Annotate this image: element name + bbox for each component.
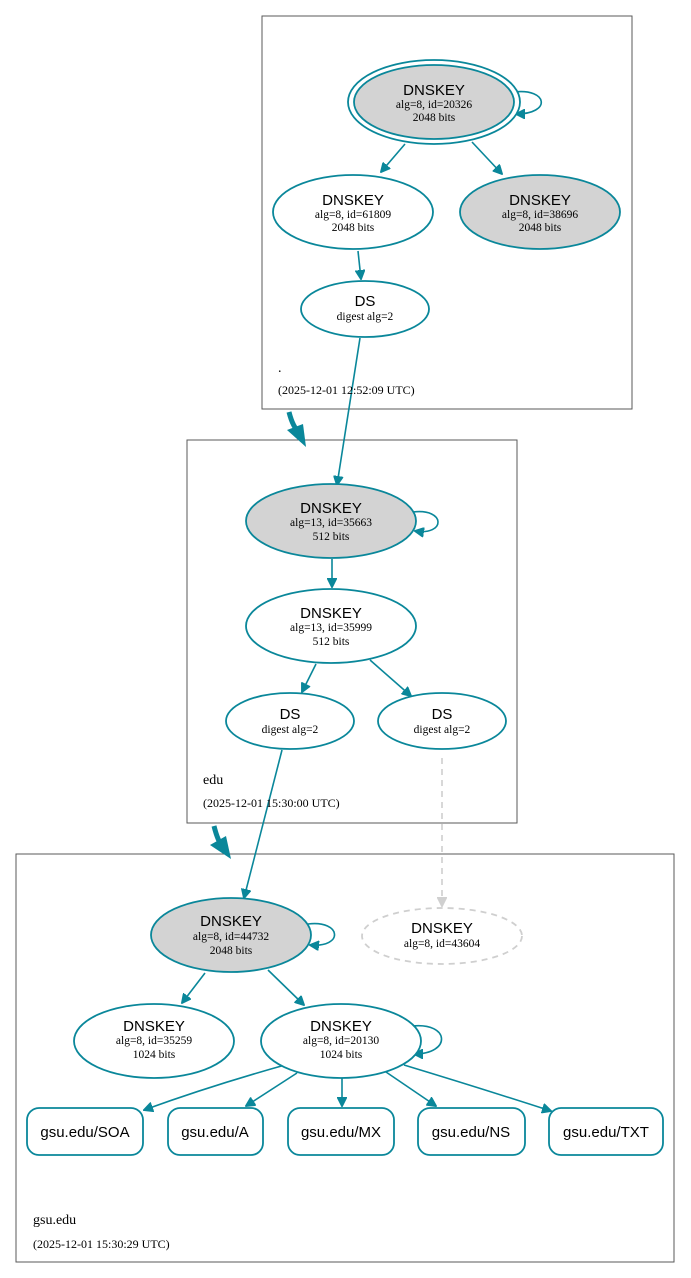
edge-gsu-ksk-zsk1 [182, 972, 206, 1003]
edge-gsu-zsk2-soa [144, 1064, 286, 1110]
node-detail: alg=8, id=61809 [315, 209, 391, 221]
rrset-soa[interactable]: gsu.edu/SOA [26, 1107, 144, 1156]
node-detail: alg=8, id=35259 [116, 1035, 192, 1047]
node-title: DNSKEY [411, 920, 473, 937]
node-detail: digest alg=2 [414, 724, 471, 736]
node-bits: 512 bits [313, 636, 350, 648]
node-bits: 2048 bits [210, 945, 253, 957]
node-bits: 2048 bits [519, 222, 562, 234]
rrset-a[interactable]: gsu.edu/A [167, 1107, 264, 1156]
edge-root-ksk-zsk2 [471, 141, 502, 174]
edge-edu-zsk-ds2 [369, 659, 411, 696]
node-detail: alg=13, id=35663 [290, 517, 372, 529]
node-root-ds[interactable]: DS digest alg=2 [300, 280, 430, 338]
delegation-arrow-root-edu [286, 411, 306, 447]
node-bits: 1024 bits [133, 1049, 176, 1061]
node-title: DNSKEY [300, 605, 362, 622]
node-bits: 2048 bits [332, 222, 375, 234]
node-title: DS [432, 706, 453, 723]
node-title: DS [280, 706, 301, 723]
edge-gsu-ksk-zsk2 [267, 969, 304, 1005]
node-title: DNSKEY [403, 82, 465, 99]
node-gsu-missing-key[interactable]: DNSKEY alg=8, id=43604 [361, 907, 523, 965]
zone-timestamp-edu: (2025-12-01 15:30:00 UTC) [203, 796, 340, 810]
node-detail: alg=8, id=20130 [303, 1035, 379, 1047]
node-detail: alg=8, id=38696 [502, 209, 578, 221]
node-root-zsk-61809[interactable]: DNSKEY alg=8, id=61809 2048 bits [272, 174, 434, 250]
node-detail: alg=13, id=35999 [290, 622, 372, 634]
node-title: DNSKEY [200, 913, 262, 930]
rrset-txt[interactable]: gsu.edu/TXT [548, 1107, 664, 1156]
node-title: DNSKEY [123, 1018, 185, 1035]
edge-gsu-zsk2-a [246, 1072, 298, 1106]
edge-gsu-zsk2-txt [403, 1064, 551, 1111]
node-detail: digest alg=2 [262, 724, 319, 736]
rrset-label: gsu.edu/NS [432, 1124, 510, 1141]
rrset-label: gsu.edu/MX [301, 1124, 381, 1141]
rrset-mx[interactable]: gsu.edu/MX [287, 1107, 395, 1156]
edge-gsu-zsk2-selfsign [411, 1024, 443, 1054]
zone-name-edu: edu [203, 773, 223, 788]
edge-root-ksk-selfsign [513, 90, 543, 114]
node-root-ksk[interactable]: DNSKEY alg=8, id=20326 2048 bits [347, 59, 521, 145]
edge-edu-zsk-ds1 [302, 663, 317, 692]
node-detail: digest alg=2 [337, 311, 394, 323]
node-gsu-zsk-35259[interactable]: DNSKEY alg=8, id=35259 1024 bits [73, 1003, 235, 1079]
node-root-zsk-38696[interactable]: DNSKEY alg=8, id=38696 2048 bits [459, 174, 621, 250]
edge-root-ksk-zsk1 [381, 143, 406, 172]
node-title: DNSKEY [509, 192, 571, 209]
zone-timestamp-root: (2025-12-01 12:52:09 UTC) [278, 383, 415, 397]
zone-name-root: . [278, 361, 282, 376]
node-title: DNSKEY [310, 1018, 372, 1035]
rrset-label: gsu.edu/TXT [563, 1124, 649, 1141]
node-edu-zsk[interactable]: DNSKEY alg=13, id=35999 512 bits [245, 588, 417, 664]
node-bits: 2048 bits [413, 112, 456, 124]
delegation-arrow-edu-gsu [210, 825, 231, 859]
edge-edu-ds1-gsu-ksk [244, 749, 283, 898]
edge-edu-ksk-selfsign [412, 510, 439, 532]
node-gsu-zsk-20130[interactable]: DNSKEY alg=8, id=20130 1024 bits [260, 1003, 422, 1079]
node-bits: 1024 bits [320, 1049, 363, 1061]
edge-root-ds-edu-ksk [337, 337, 361, 485]
edge-gsu-zsk2-ns [385, 1071, 436, 1106]
edge-root-zsk1-ds [358, 250, 361, 279]
node-edu-ksk[interactable]: DNSKEY alg=13, id=35663 512 bits [245, 483, 417, 559]
node-title: DS [355, 293, 376, 310]
node-detail: alg=8, id=20326 [396, 99, 472, 111]
edge-gsu-ksk-selfsign [307, 922, 336, 946]
node-detail: alg=8, id=43604 [404, 938, 480, 950]
node-title: DNSKEY [300, 500, 362, 517]
zone-name-gsu: gsu.edu [33, 1213, 76, 1228]
node-edu-ds-1[interactable]: DS digest alg=2 [225, 692, 355, 750]
rrset-label: gsu.edu/SOA [40, 1124, 129, 1141]
node-bits: 512 bits [313, 531, 350, 543]
node-detail: alg=8, id=44732 [193, 931, 269, 943]
rrset-ns[interactable]: gsu.edu/NS [417, 1107, 526, 1156]
node-gsu-ksk[interactable]: DNSKEY alg=8, id=44732 2048 bits [150, 897, 312, 973]
node-title: DNSKEY [322, 192, 384, 209]
rrset-label: gsu.edu/A [181, 1124, 249, 1141]
node-edu-ds-2[interactable]: DS digest alg=2 [377, 692, 507, 750]
zone-timestamp-gsu: (2025-12-01 15:30:29 UTC) [33, 1237, 170, 1251]
